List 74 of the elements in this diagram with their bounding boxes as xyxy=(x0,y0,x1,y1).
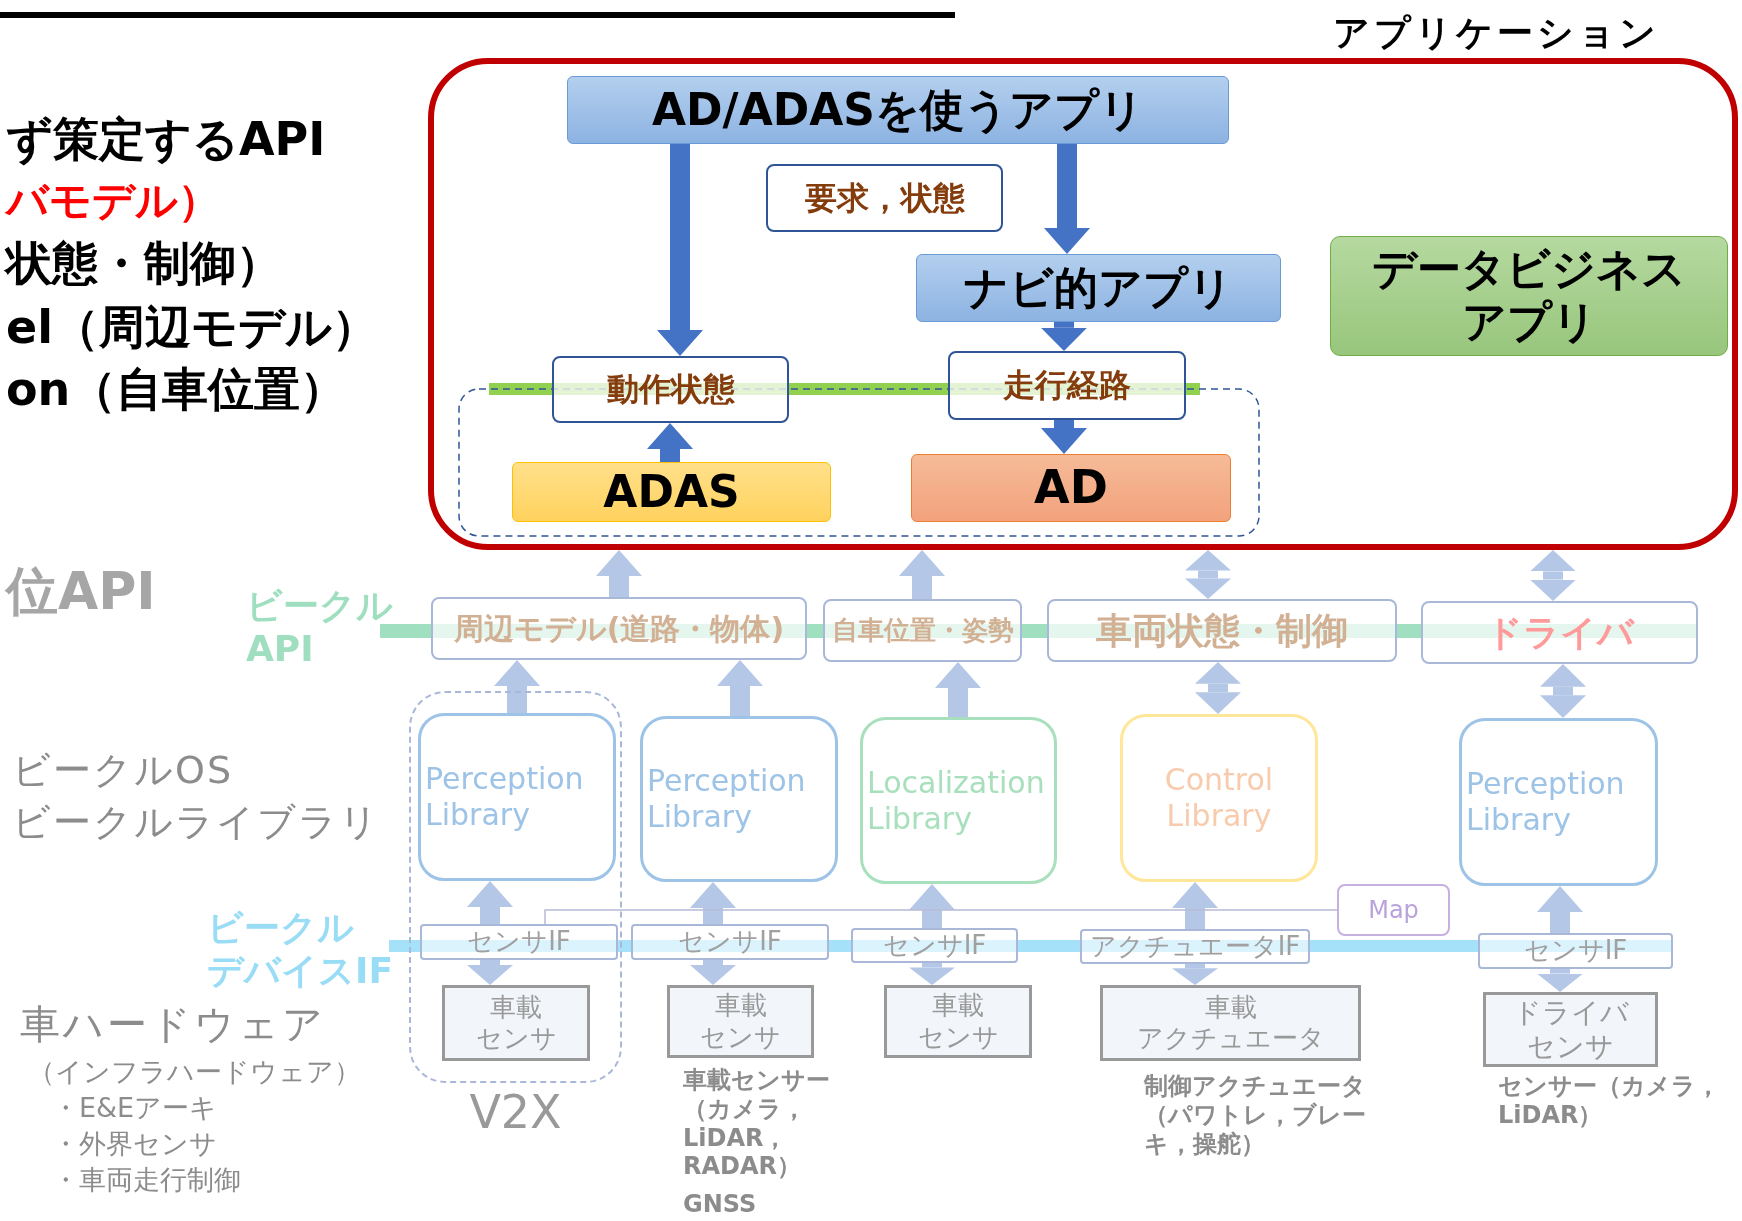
arrow xyxy=(1540,664,1586,718)
arrow xyxy=(1041,322,1087,351)
arrow xyxy=(909,963,955,985)
interface-box: センサIF xyxy=(1478,933,1673,969)
interface-box: センサIF xyxy=(631,924,829,960)
api-box: ドライバ xyxy=(1421,601,1698,664)
function-box: ADAS xyxy=(512,462,831,522)
api-box: 走行経路 xyxy=(948,351,1186,420)
label-text: el（周辺モデル） xyxy=(6,300,379,356)
app-box: ナビ的アプリ xyxy=(916,254,1281,322)
library-box: Perception Library xyxy=(640,716,838,882)
label-text: ・外界センサ xyxy=(52,1128,218,1161)
group-label: V2X xyxy=(468,1085,563,1141)
label-text: 状態・制御） xyxy=(6,236,283,292)
label-text: ・車両走行制御 xyxy=(52,1164,242,1197)
library-box: Perception Library xyxy=(418,713,616,881)
hardware-box: 車載アクチュエータ xyxy=(1100,985,1361,1061)
label-text: （インフラハードウェア） xyxy=(28,1056,362,1089)
arrow xyxy=(467,960,513,985)
label-text: ビークルAPI xyxy=(246,584,394,671)
frame-heading: アプリケーション xyxy=(1333,11,1661,55)
label-text: ・E&Eアーキ xyxy=(52,1092,219,1125)
connector-line xyxy=(544,909,1338,925)
arrow xyxy=(1530,550,1576,601)
map-box: Map xyxy=(1337,884,1450,936)
api-box: 自車位置・姿勢 xyxy=(823,599,1022,662)
label-text: 車ハードウェア xyxy=(20,1000,327,1048)
label-text: ビークルOS xyxy=(12,748,235,794)
arrow xyxy=(494,660,540,713)
arrow xyxy=(1172,964,1218,985)
app-box: データビジネスアプリ xyxy=(1330,236,1728,356)
label-text: on（自車位置） xyxy=(6,362,348,418)
library-box: Perception Library xyxy=(1459,718,1658,886)
arrow xyxy=(596,550,642,597)
arrow xyxy=(1195,662,1241,714)
arrow xyxy=(1537,969,1583,992)
arrow xyxy=(1044,144,1090,254)
arrow xyxy=(909,884,955,928)
hardware-box: ドライバセンサ xyxy=(1483,992,1658,1067)
label-box: 要求，状態 xyxy=(766,164,1003,232)
arrow xyxy=(467,881,513,924)
caption-text: センサー（カメラ，LiDAR） xyxy=(1498,1072,1721,1130)
arrow xyxy=(657,144,703,356)
arrow xyxy=(690,960,736,985)
function-box: AD xyxy=(911,454,1231,522)
interface-box: センサIF xyxy=(420,924,618,960)
arrow xyxy=(1185,550,1231,599)
caption-text: 車載センサー（カメラ，LiDAR，RADAR） xyxy=(683,1066,831,1182)
label-text: 位API xyxy=(6,560,157,623)
library-box: Localization Library xyxy=(860,717,1057,884)
label-text: ビークルライブラリ xyxy=(12,800,381,846)
caption-text: 制御アクチュエータ（パワトレ，ブレーキ，操舵） xyxy=(1144,1072,1367,1159)
library-box: Control Library xyxy=(1120,714,1318,882)
caption-text: GNSS xyxy=(683,1190,758,1219)
arrow xyxy=(899,550,945,599)
arrow xyxy=(1041,420,1087,454)
interface-box: センサIF xyxy=(851,928,1018,963)
label-text: ビークルデバイスIF xyxy=(207,906,394,993)
arrow xyxy=(935,662,981,717)
hardware-box: 車載センサ xyxy=(667,985,814,1058)
arrow xyxy=(717,660,763,716)
arrow xyxy=(1537,886,1583,933)
api-box: 動作状態 xyxy=(552,356,789,423)
app-box: AD/ADASを使うアプリ xyxy=(567,76,1229,144)
label-text: バモデル） xyxy=(6,176,221,227)
hardware-box: 車載センサ xyxy=(884,985,1032,1058)
api-box: 車両状態・制御 xyxy=(1047,599,1397,662)
label-text: ず策定するAPI xyxy=(6,112,327,168)
arrow xyxy=(647,423,693,462)
arrow xyxy=(1172,882,1218,929)
hardware-box: 車載センサ xyxy=(442,985,590,1061)
api-box: 周辺モデル(道路・物体) xyxy=(431,597,807,660)
interface-box: アクチュエータIF xyxy=(1080,929,1310,964)
arrow xyxy=(690,882,736,924)
